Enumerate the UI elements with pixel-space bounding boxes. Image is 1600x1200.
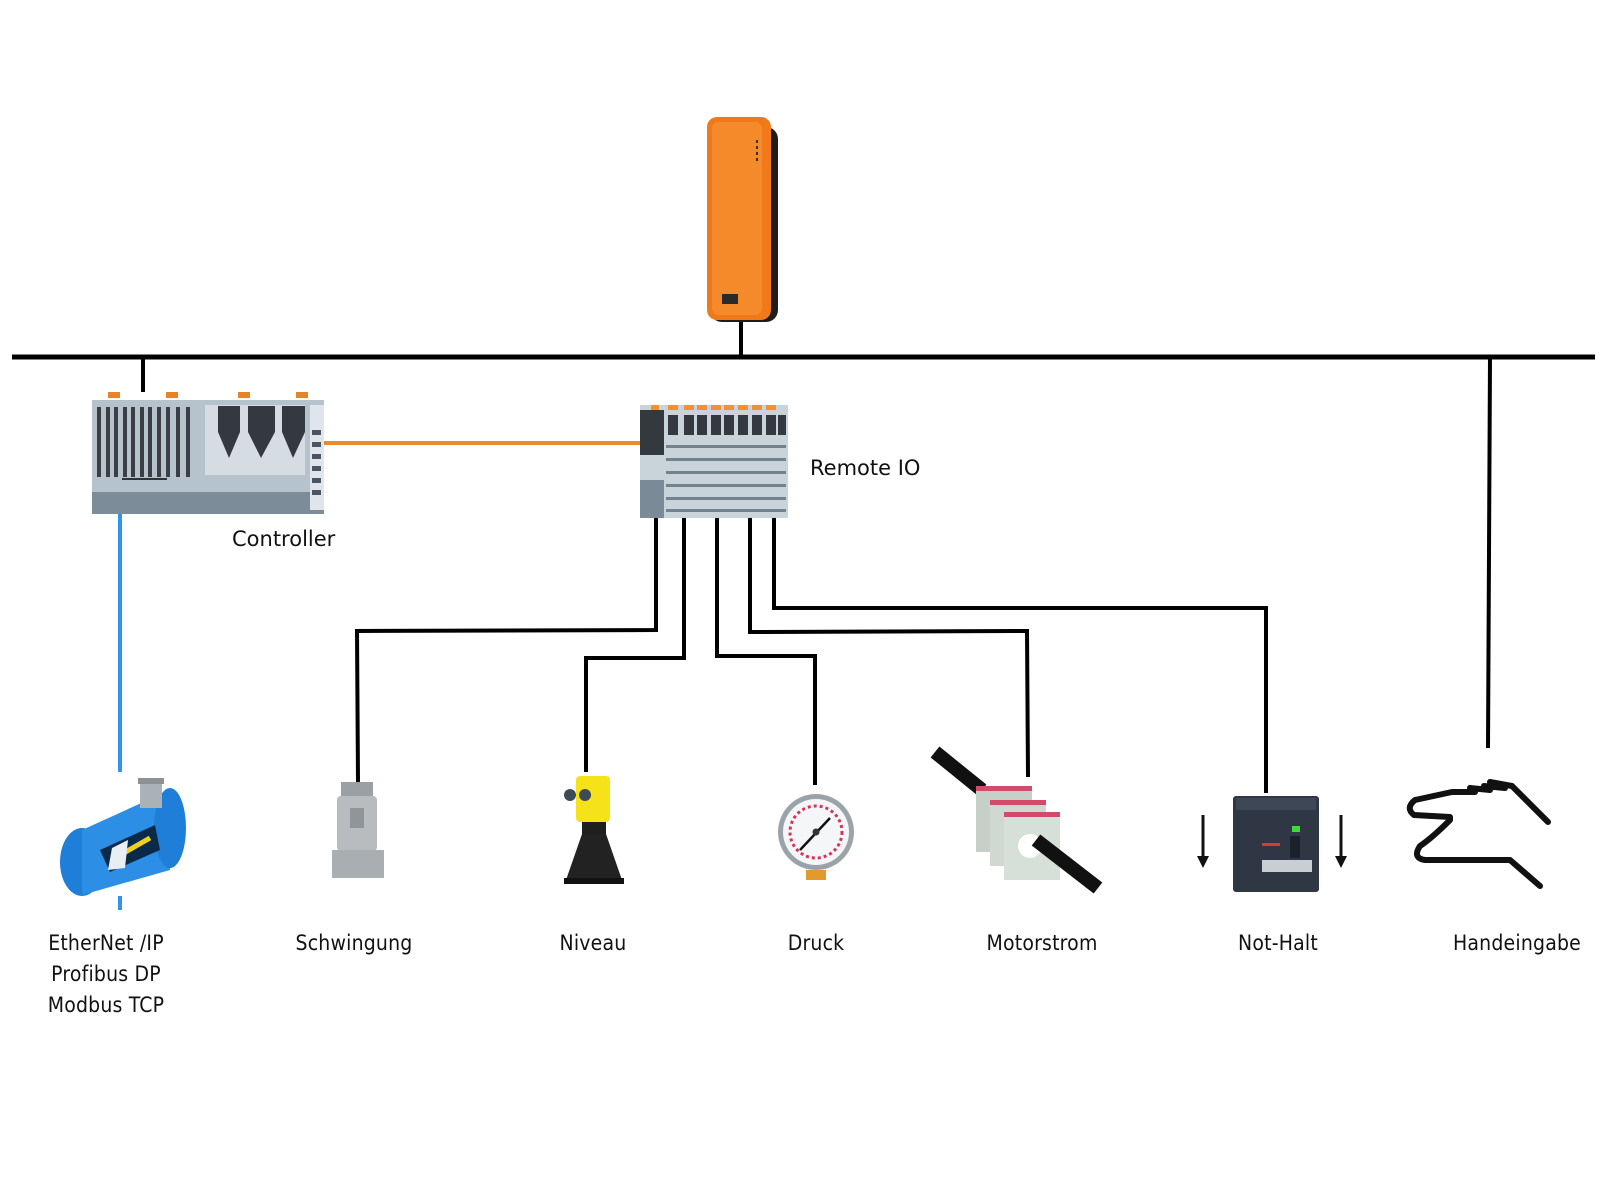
fieldbus-label: EtherNet /IP Profibus DP Modbus TCP bbox=[48, 928, 165, 1021]
niveau-label: Niveau bbox=[559, 931, 627, 955]
hand-icon[interactable] bbox=[1406, 779, 1551, 889]
wire-druck bbox=[715, 518, 817, 785]
pressure-gauge-icon[interactable] bbox=[778, 794, 854, 880]
controller-label: Controller bbox=[232, 527, 336, 551]
not-halt-label: Not-Halt bbox=[1238, 931, 1318, 955]
flow-meter-icon[interactable] bbox=[60, 778, 186, 896]
remote-io-module-icon[interactable] bbox=[640, 405, 788, 518]
handeingabe-bus-link bbox=[1486, 356, 1492, 749]
remote-io-label: Remote IO bbox=[810, 456, 921, 480]
circuit-breaker-icon[interactable] bbox=[1197, 796, 1347, 892]
fieldbus-label-line-2: Profibus DP bbox=[51, 962, 161, 986]
gateway-device-icon[interactable] bbox=[707, 117, 778, 322]
vibration-sensor-icon[interactable] bbox=[332, 782, 384, 878]
wire-not-halt bbox=[772, 518, 1268, 793]
wire-schwingung bbox=[354, 518, 658, 783]
handeingabe-label: Handeingabe bbox=[1452, 931, 1582, 955]
motorstrom-label: Motorstrom bbox=[986, 931, 1098, 955]
plc-controller-icon[interactable] bbox=[92, 392, 324, 514]
fieldbus-label-line-1: EtherNet /IP bbox=[48, 931, 164, 955]
wire-niveau bbox=[584, 518, 686, 772]
fieldbus-label-line-3: Modbus TCP bbox=[47, 993, 165, 1017]
radar-level-sensor-icon[interactable] bbox=[564, 776, 624, 884]
wire-motorstrom bbox=[748, 518, 1030, 778]
druck-label: Druck bbox=[787, 931, 845, 955]
schwingung-label: Schwingung bbox=[295, 931, 413, 955]
current-transformer-icon[interactable] bbox=[930, 746, 1103, 894]
